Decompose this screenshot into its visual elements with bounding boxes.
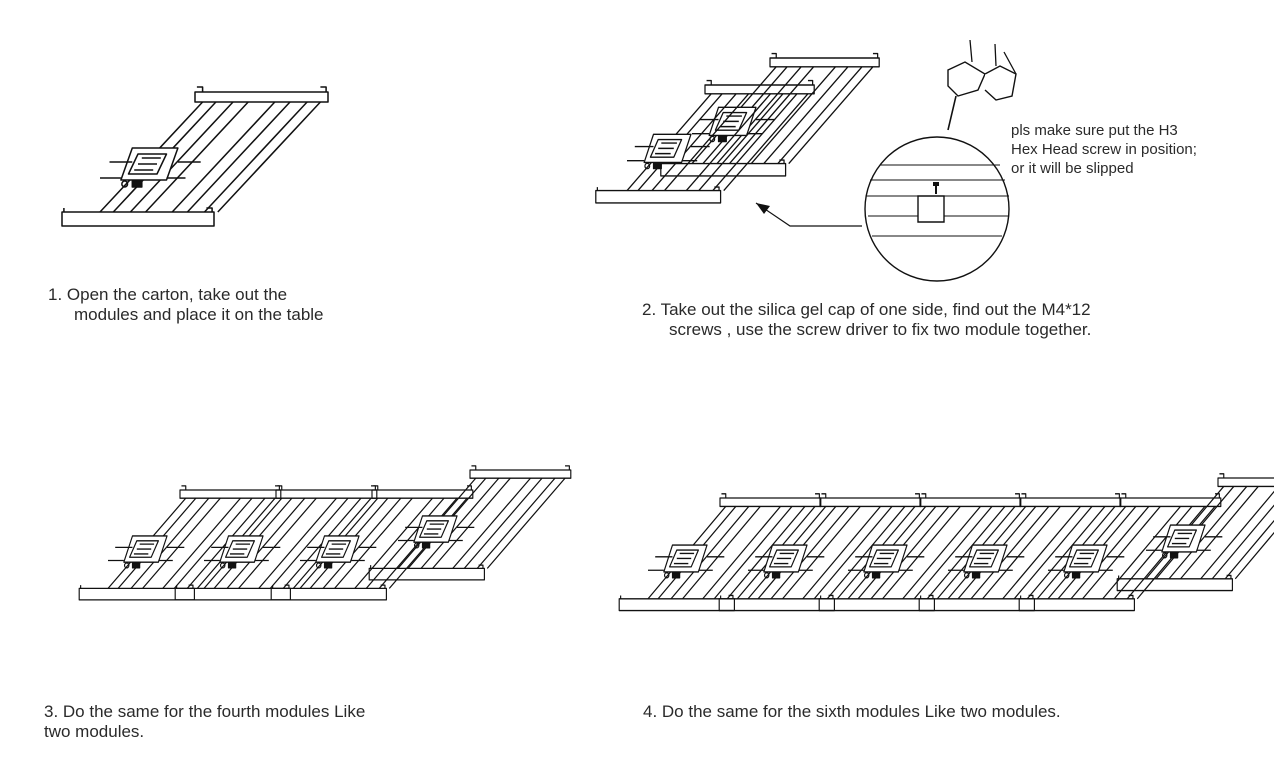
note-line3: or it will be slipped: [1011, 160, 1134, 177]
step4-caption: 4. Do the same for the sixth modules Lik…: [643, 702, 1061, 722]
note-line2: Hex Head screw in position;: [1011, 141, 1197, 158]
step2-caption: 2. Take out the silica gel cap of one si…: [642, 300, 1091, 340]
step1-caption: 1. Open the carton, take out the modules…: [48, 285, 324, 325]
step2-line1: 2. Take out the silica gel cap of one si…: [642, 300, 1091, 319]
step1-figure: [61, 86, 329, 227]
step1-line2: modules and place it on the table: [74, 305, 324, 324]
step4-figure: [618, 473, 1274, 612]
step2-line2: screws , use the screw driver to fix two…: [669, 320, 1092, 339]
step3-caption: 3. Do the same for the fourth modules Li…: [44, 702, 365, 742]
step3-line2: two modules.: [44, 722, 145, 741]
step1-line1: 1. Open the carton, take out the: [48, 285, 288, 304]
step3-figure: [78, 465, 572, 601]
note-line1: pls make sure put the H3: [1011, 122, 1178, 139]
step4-line1: 4. Do the same for the sixth modules Lik…: [643, 702, 1061, 721]
step2-figure: [595, 39, 1017, 282]
step3-line1: 3. Do the same for the fourth modules Li…: [44, 702, 366, 721]
screw-warning-note: pls make sure put the H3 Hex Head screw …: [1011, 121, 1197, 178]
